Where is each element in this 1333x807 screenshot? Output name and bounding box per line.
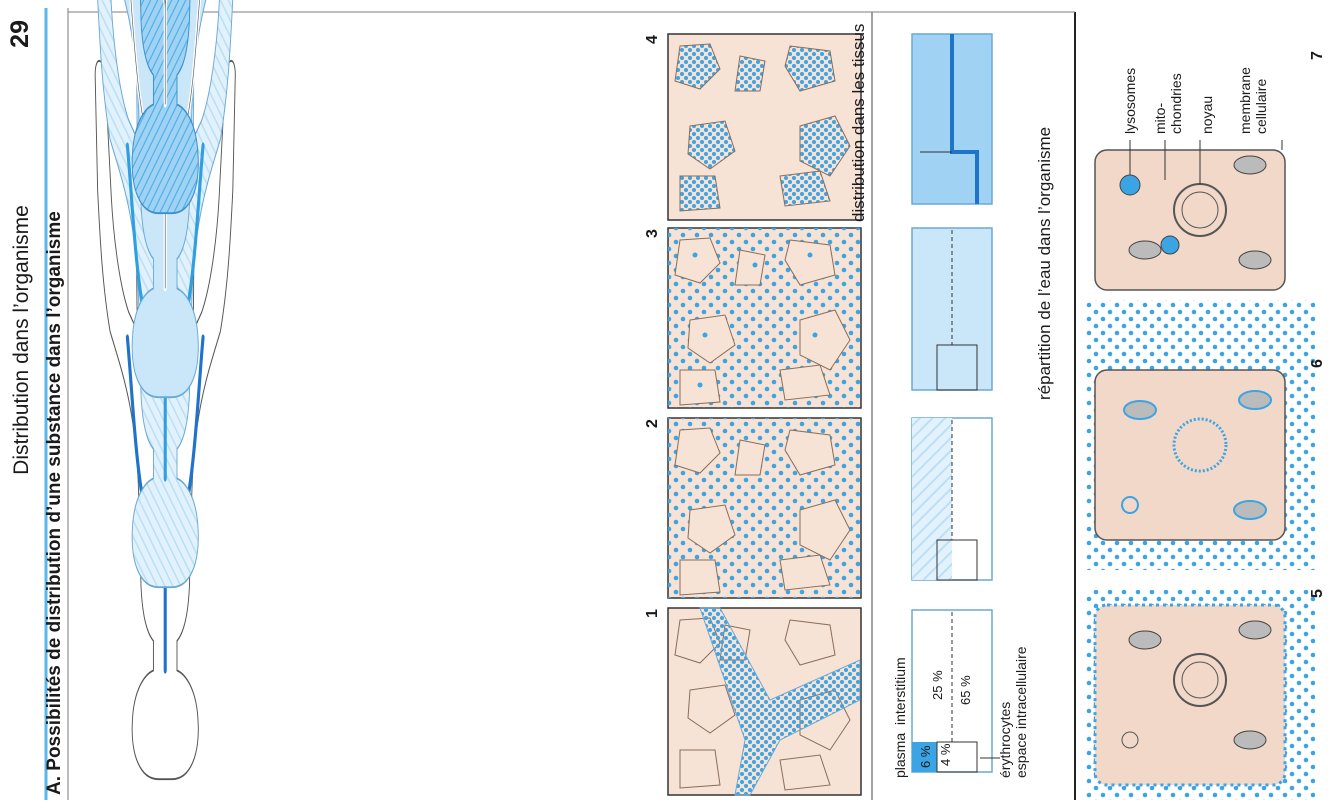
label-interstitium: interstitium xyxy=(892,657,908,725)
erythrocytes-pct: 4 % xyxy=(938,743,953,766)
plasma-pct: 6 % xyxy=(918,745,933,768)
label-membrane-1: membrane xyxy=(1237,67,1253,134)
label-mito-1: mito- xyxy=(1152,103,1168,134)
panel-number-7: 7 xyxy=(1309,51,1326,60)
page-title: Distribution dans l’organisme xyxy=(10,205,33,475)
tissues-caption: distribution dans les tissus xyxy=(849,24,868,222)
tissue-panel-4: 4 xyxy=(644,34,861,220)
tissue-panel-3: 3 xyxy=(644,228,861,408)
tissue-panel-1: 1 xyxy=(644,608,861,795)
panel-number-6: 6 xyxy=(1309,359,1326,368)
label-intracellular: espace intracellulaire xyxy=(1013,646,1029,778)
tissue-panel-2: 2 xyxy=(644,418,861,598)
water-panel-2 xyxy=(912,418,992,580)
label-lysosomes: lysosomes xyxy=(1122,68,1138,134)
panel-number-5: 5 xyxy=(1309,589,1326,598)
water-panel-4 xyxy=(912,34,992,204)
water-caption: répartition de l’eau dans l’organisme xyxy=(1035,127,1054,400)
label-membrane-2: cellulaire xyxy=(1253,79,1269,134)
label-mito-2: chondries xyxy=(1168,73,1184,134)
label-plasma: plasma xyxy=(892,733,908,778)
panel-number-1: 1 xyxy=(644,609,661,618)
intracellular-pct: 65 % xyxy=(958,675,973,705)
cell-panel-7: 7 lysosomes mito- chondries noyau membra… xyxy=(1095,51,1326,290)
cell-panel-5: 5 xyxy=(1085,589,1326,800)
panel-number-3: 3 xyxy=(644,229,661,238)
water-panel-3 xyxy=(912,228,992,390)
cell-panel-6: 6 xyxy=(1085,300,1326,570)
page-number: 29 xyxy=(6,20,34,48)
interstitium-pct: 25 % xyxy=(930,670,945,700)
label-erythrocytes: érythrocytes xyxy=(997,702,1013,778)
label-noyau: noyau xyxy=(1199,96,1215,134)
section-title: A. Possibilités de distribution d’une su… xyxy=(44,211,65,795)
water-panel-1: 6 % 4 % 25 % 65 % plasma interstitium ér… xyxy=(892,610,1029,778)
panel-number-4: 4 xyxy=(644,35,661,44)
panel-number-2: 2 xyxy=(644,419,661,428)
